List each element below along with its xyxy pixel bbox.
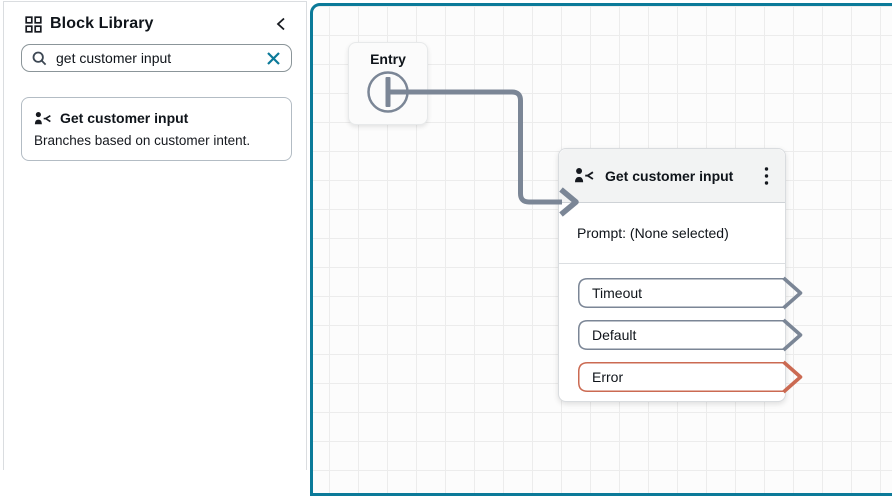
block-card-description: Branches based on customer intent. [34,133,251,148]
kebab-menu-icon [764,166,769,186]
chevron-left-icon [276,17,286,31]
branch-label: Default [592,327,637,343]
flow-canvas[interactable]: Entry Get customer input [310,3,892,496]
block-result-card[interactable]: Get customer input Branches based on cus… [21,97,292,161]
collapse-panel-button[interactable] [272,15,290,33]
block-header[interactable]: Get customer input [559,149,785,203]
clear-search-button[interactable] [260,51,281,66]
branch-default[interactable]: Default [578,318,808,352]
block-card-title: Get customer input [60,110,189,126]
blocks-grid-icon [25,15,42,33]
block-menu-button[interactable] [760,164,773,188]
branch-error[interactable]: Error [578,360,808,394]
branch-label: Timeout [592,285,643,301]
search-icon [32,51,47,66]
search-box [21,44,292,72]
branch-timeout[interactable]: Timeout [578,276,808,310]
entry-block[interactable]: Entry [348,42,428,125]
customer-intent-icon [34,111,53,126]
block-library-panel: Block Library [3,1,307,470]
search-input[interactable] [56,50,260,66]
customer-intent-icon [574,167,596,184]
prompt-text: Prompt: (None selected) [577,225,729,241]
close-icon [266,51,281,66]
branch-label: Error [592,369,624,385]
panel-title: Block Library [50,15,154,32]
get-customer-input-block[interactable]: Get customer input Prompt: (None selecte… [558,148,803,402]
block-prompt-row: Prompt: (None selected) [559,203,785,264]
panel-header: Block Library [4,2,306,33]
block-title: Get customer input [605,167,734,184]
entry-block-title: Entry [370,51,406,67]
